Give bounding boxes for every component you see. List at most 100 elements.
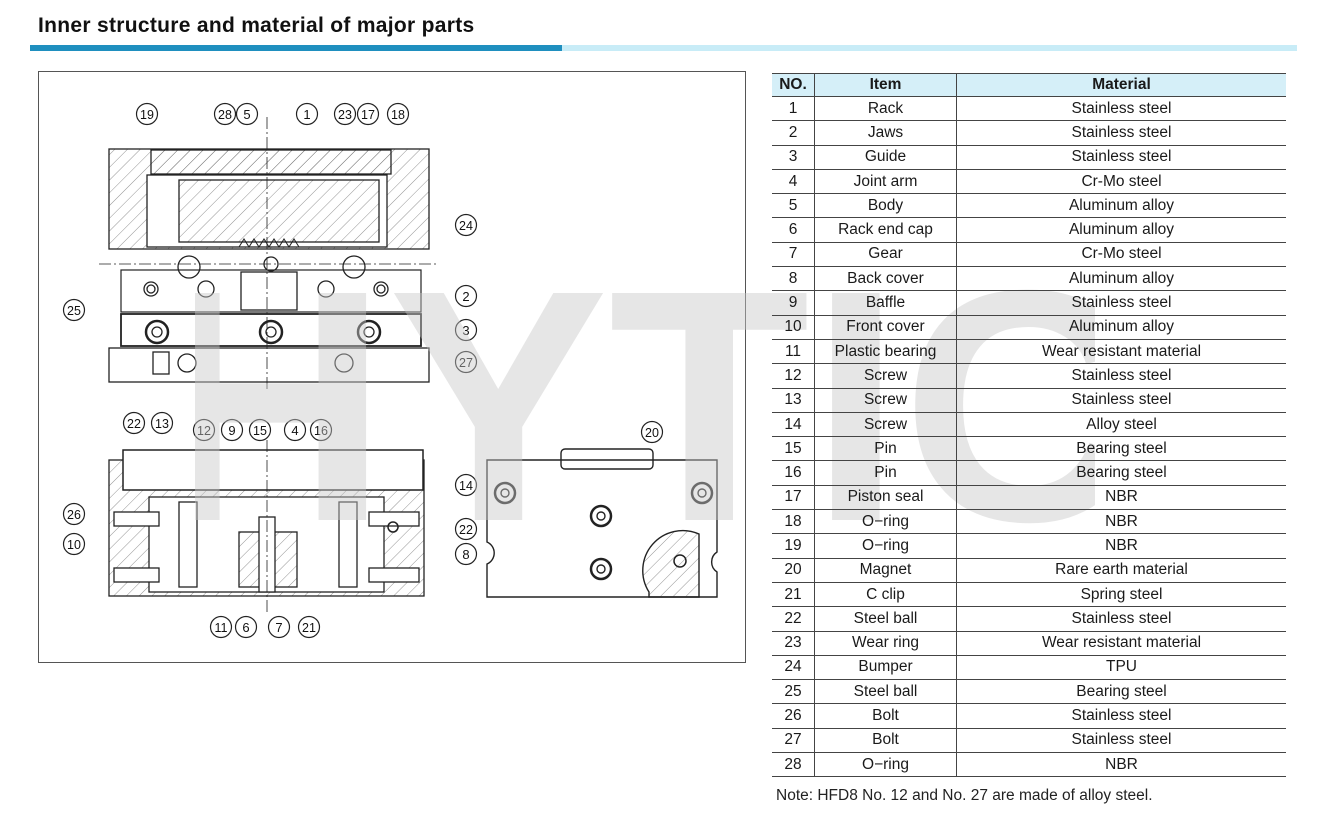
cell-item: Bolt bbox=[814, 728, 957, 754]
callout-bubble bbox=[333, 102, 357, 126]
cell-no: 7 bbox=[772, 242, 815, 268]
cell-material: NBR bbox=[956, 533, 1286, 559]
cell-no: 22 bbox=[772, 606, 815, 632]
cell-material: Stainless steel bbox=[956, 290, 1286, 316]
callout-bubble bbox=[454, 284, 478, 308]
callout-label: 25 bbox=[67, 304, 81, 318]
callout-label: 19 bbox=[140, 108, 154, 122]
cell-material: Stainless steel bbox=[956, 145, 1286, 170]
cell-material: Stainless steel bbox=[956, 96, 1286, 122]
callout-bubble bbox=[454, 318, 478, 342]
callout-label: 15 bbox=[253, 424, 267, 438]
callout-bubble bbox=[62, 532, 86, 556]
cell-no: 10 bbox=[772, 315, 815, 340]
header-item: Item bbox=[814, 73, 957, 97]
cell-material: Stainless steel bbox=[956, 606, 1286, 632]
callout-label: 18 bbox=[391, 108, 405, 122]
cell-item: Screw bbox=[814, 388, 957, 413]
cell-no: 9 bbox=[772, 290, 815, 316]
cell-material: Rare earth material bbox=[956, 558, 1286, 583]
callout-label: 23 bbox=[338, 108, 352, 122]
cell-item: O−ring bbox=[814, 509, 957, 535]
callout-bubble bbox=[386, 102, 410, 126]
cell-no: 19 bbox=[772, 533, 815, 559]
callout-label: 28 bbox=[218, 108, 232, 122]
cell-no: 16 bbox=[772, 460, 815, 486]
cell-no: 4 bbox=[772, 169, 815, 195]
callout-label: 13 bbox=[155, 417, 169, 431]
cell-item: Piston seal bbox=[814, 485, 957, 511]
cell-no: 14 bbox=[772, 412, 815, 438]
cell-material: Cr-Mo steel bbox=[956, 242, 1286, 268]
callout-bubble bbox=[62, 298, 86, 322]
cell-no: 12 bbox=[772, 363, 815, 389]
cell-no: 5 bbox=[772, 193, 815, 219]
callout-label: 3 bbox=[462, 323, 469, 338]
cell-material: Aluminum alloy bbox=[956, 193, 1286, 219]
cell-material: NBR bbox=[956, 752, 1286, 778]
callout-label: 2 bbox=[462, 289, 469, 304]
cell-no: 2 bbox=[772, 120, 815, 146]
cell-no: 24 bbox=[772, 655, 815, 681]
cell-item: Rack end cap bbox=[814, 217, 957, 243]
callout-bubble bbox=[234, 615, 258, 639]
cell-material: Stainless steel bbox=[956, 363, 1286, 389]
table-header-row: NO. Item Material bbox=[772, 73, 1286, 97]
cell-item: Screw bbox=[814, 363, 957, 389]
cell-no: 18 bbox=[772, 509, 815, 535]
back-cover-view bbox=[486, 448, 718, 598]
cell-no: 13 bbox=[772, 388, 815, 413]
callout-bubble bbox=[295, 102, 319, 126]
cell-material: Wear resistant material bbox=[956, 631, 1286, 656]
callout-bubble bbox=[62, 502, 86, 526]
callout-label: 17 bbox=[361, 108, 375, 122]
cell-no: 8 bbox=[772, 266, 815, 292]
cell-material: Bearing steel bbox=[956, 679, 1286, 705]
cell-item: O−ring bbox=[814, 533, 957, 559]
callout-bubble bbox=[454, 473, 478, 497]
cell-no: 11 bbox=[772, 339, 815, 365]
cell-item: Guide bbox=[814, 145, 957, 170]
cell-material: Bearing steel bbox=[956, 460, 1286, 486]
header-no: NO. bbox=[772, 73, 815, 97]
cell-no: 25 bbox=[772, 679, 815, 705]
cell-material: NBR bbox=[956, 509, 1286, 535]
cell-no: 3 bbox=[772, 145, 815, 170]
callout-bubble bbox=[213, 102, 237, 126]
callout-bubble bbox=[454, 350, 478, 374]
callout-label: 4 bbox=[291, 423, 298, 438]
cell-no: 20 bbox=[772, 558, 815, 583]
callout-label: 12 bbox=[197, 424, 211, 438]
callout-label: 24 bbox=[459, 219, 473, 233]
callout-label: 16 bbox=[314, 424, 328, 438]
cell-item: C clip bbox=[814, 582, 957, 608]
callout-label: 27 bbox=[459, 356, 473, 370]
cell-material: TPU bbox=[956, 655, 1286, 681]
cell-no: 23 bbox=[772, 631, 815, 656]
title-underline-light bbox=[562, 45, 1297, 51]
cell-material: Aluminum alloy bbox=[956, 266, 1286, 292]
top-section-view bbox=[99, 117, 439, 392]
cell-no: 28 bbox=[772, 752, 815, 778]
title-underline-accent bbox=[30, 45, 562, 51]
cell-item: Baffle bbox=[814, 290, 957, 316]
cell-no: 6 bbox=[772, 217, 815, 243]
callout-label: 21 bbox=[302, 621, 316, 635]
callout-label: 7 bbox=[275, 620, 282, 635]
callout-label: 22 bbox=[459, 523, 473, 537]
cell-item: Rack bbox=[814, 96, 957, 122]
